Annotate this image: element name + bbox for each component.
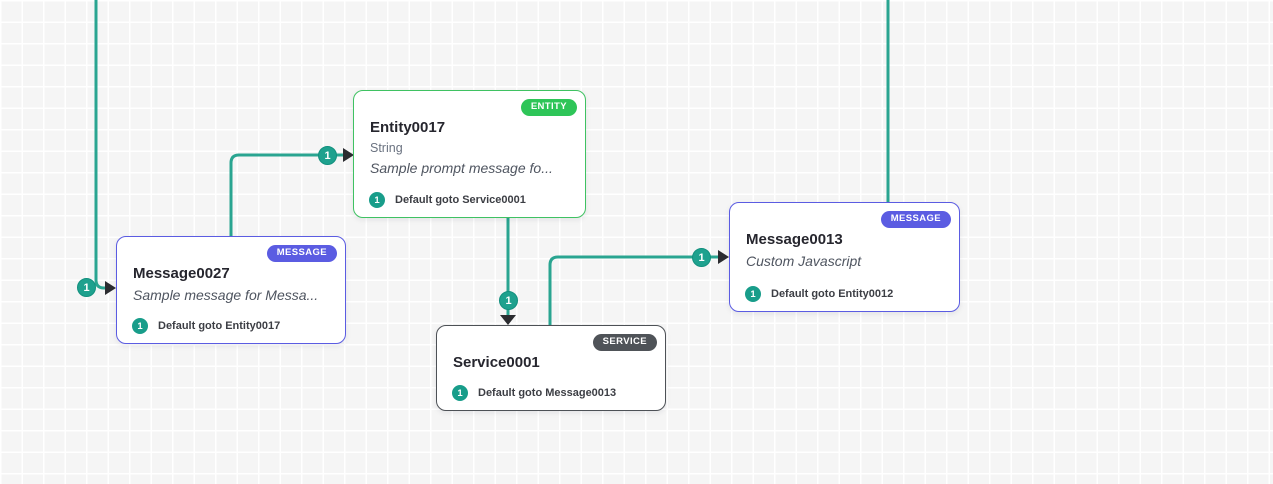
- transition-row[interactable]: 1 Default goto Entity0017: [132, 318, 280, 334]
- node-message0027[interactable]: MESSAGE Message0027 Sample message for M…: [116, 236, 346, 344]
- node-title: Message0013: [746, 231, 843, 248]
- edge-port-badge-entity0017-to-service0001[interactable]: 1: [499, 291, 518, 310]
- node-title: Message0027: [133, 265, 230, 282]
- node-service0001[interactable]: SERVICE Service0001 1 Default goto Messa…: [436, 325, 666, 411]
- node-title: Service0001: [453, 354, 540, 371]
- transition-row[interactable]: 1 Default goto Service0001: [369, 192, 526, 208]
- node-subtitle: String: [370, 141, 403, 155]
- node-description: Sample message for Messa...: [133, 287, 319, 303]
- node-type-badge-message: MESSAGE: [880, 211, 951, 228]
- transition-row[interactable]: 1 Default goto Message0013: [452, 385, 616, 401]
- node-description: Sample prompt message fo...: [370, 160, 553, 176]
- node-type-badge-service: SERVICE: [592, 334, 657, 351]
- edge-port-badge-incoming-message0027[interactable]: 1: [77, 278, 96, 297]
- node-type-badge-entity: ENTITY: [520, 99, 577, 116]
- edge-port-badge-message0027-to-entity0017[interactable]: 1: [318, 146, 337, 165]
- edge-message0027-to-entity0017[interactable]: [229, 153, 346, 238]
- transition-port-badge: 1: [369, 192, 385, 208]
- transition-text: Default goto Service0001: [395, 194, 526, 206]
- transition-text: Default goto Message0013: [478, 387, 617, 399]
- node-title: Entity0017: [370, 119, 446, 136]
- transition-row[interactable]: 1 Default goto Entity0012: [745, 286, 893, 302]
- node-message0013[interactable]: MESSAGE Message0013 Custom Javascript 1 …: [729, 202, 960, 312]
- edge-incoming-message0027[interactable]: [94, 0, 108, 290]
- transition-port-badge: 1: [452, 385, 468, 401]
- node-description: Custom Javascript: [746, 253, 862, 269]
- transition-port-badge: 1: [745, 286, 761, 302]
- node-type-badge-message: MESSAGE: [266, 245, 337, 262]
- transition-text: Default goto Entity0012: [771, 288, 894, 300]
- edge-service0001-to-message0013[interactable]: [548, 255, 721, 327]
- edge-port-badge-service0001-to-message0013[interactable]: 1: [692, 248, 711, 267]
- node-entity0017[interactable]: ENTITY Entity0017 String Sample prompt m…: [353, 90, 586, 218]
- transition-port-badge: 1: [132, 318, 148, 334]
- transition-text: Default goto Entity0017: [158, 320, 281, 332]
